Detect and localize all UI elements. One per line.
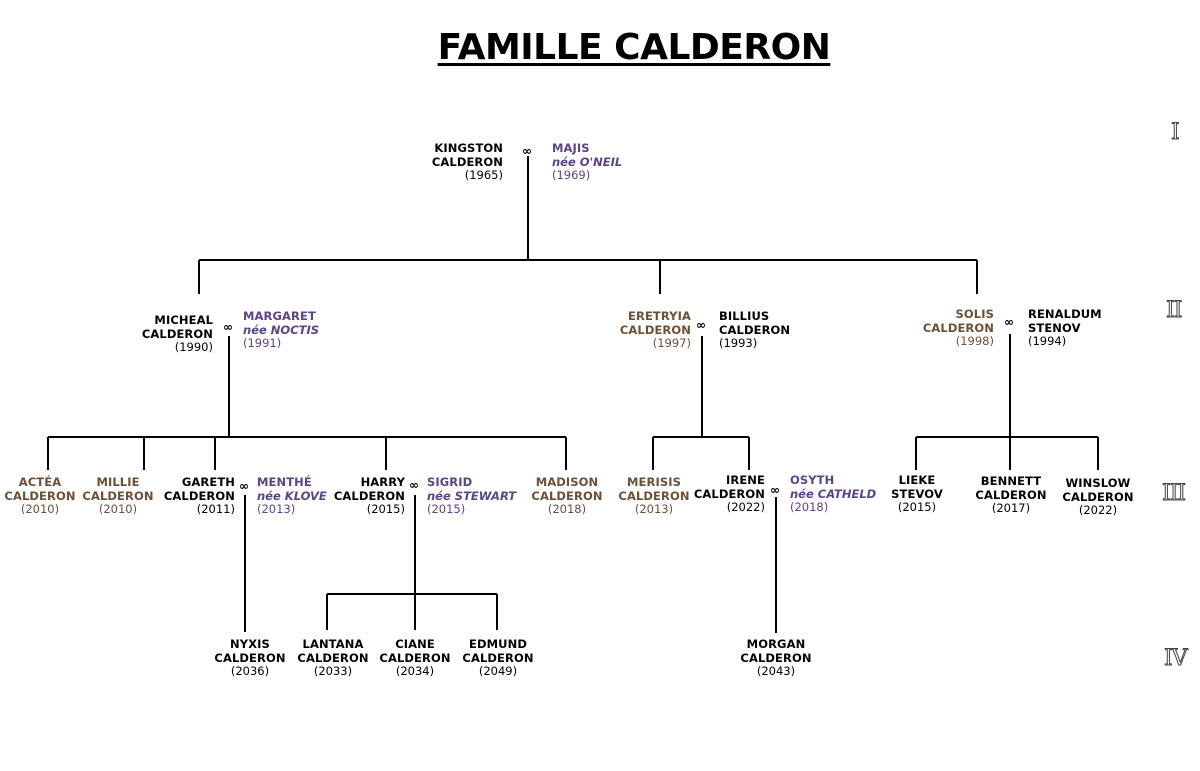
person-solis: SOLIS CALDERON (1998)	[922, 307, 994, 348]
person-osyth: OSYTH née CATHELD (2018)	[790, 473, 877, 514]
person-eretryia: ERETRYIA CALDERON (1997)	[619, 309, 691, 350]
couple-symbol: ∞	[223, 320, 233, 334]
person-kingston: KINGSTON CALDERON (1965)	[431, 141, 503, 182]
person-gareth: GARETH CALDERON (2011)	[163, 475, 235, 516]
person-billius: BILLIUS CALDERON (1993)	[719, 309, 791, 350]
person-actea: ACTÉA CALDERON (2010)	[4, 475, 76, 516]
person-sigrid: SIGRID née STEWART (2015)	[427, 475, 517, 516]
person-edmund: EDMUND CALDERON (2049)	[462, 637, 534, 678]
couple-symbol: ∞	[239, 479, 249, 493]
person-merisis: MERISIS CALDERON (2013)	[618, 475, 690, 516]
couple-symbol: ∞	[696, 318, 706, 332]
couple-symbol: ∞	[770, 483, 780, 497]
person-ciane: CIANE CALDERON (2034)	[379, 637, 451, 678]
tree-title: FAMILLE CALDERON	[437, 27, 831, 68]
person-winslow: WINSLOW CALDERON (2022)	[1062, 476, 1134, 517]
person-renaldum: RENALDUM STENOV (1994)	[1028, 307, 1102, 348]
person-morgan: MORGAN CALDERON (2043)	[740, 637, 812, 678]
couple-symbol: ∞	[409, 478, 419, 492]
couple-symbol: ∞	[1004, 315, 1014, 329]
person-micheal: MICHEAL CALDERON (1990)	[141, 313, 213, 354]
generation-label-2: II	[1165, 298, 1182, 323]
generation-label-3: III	[1161, 481, 1186, 506]
generation-label-1: I	[1171, 120, 1181, 145]
person-nyxis: NYXIS CALDERON (2036)	[214, 637, 286, 678]
person-madison: MADISON CALDERON (2018)	[531, 475, 603, 516]
person-majis: MAJIS née O'NEIL (1969)	[552, 141, 623, 182]
person-margaret: MARGARET née NOCTIS (1991)	[243, 309, 320, 350]
person-menthe: MENTHÉ née KLOVE (2013)	[257, 475, 327, 516]
person-bennett: BENNETT CALDERON (2017)	[975, 474, 1047, 515]
person-irene: IRENE CALDERON (2022)	[693, 473, 765, 514]
person-harry: HARRY CALDERON (2015)	[333, 475, 405, 516]
generation-label-4: IV	[1164, 646, 1189, 671]
person-millie: MILLIE CALDERON (2010)	[82, 475, 154, 516]
person-lantana: LANTANA CALDERON (2033)	[297, 637, 369, 678]
couple-symbol: ∞	[522, 144, 532, 158]
person-lieke: LIEKE STEVOV (2015)	[891, 473, 943, 514]
